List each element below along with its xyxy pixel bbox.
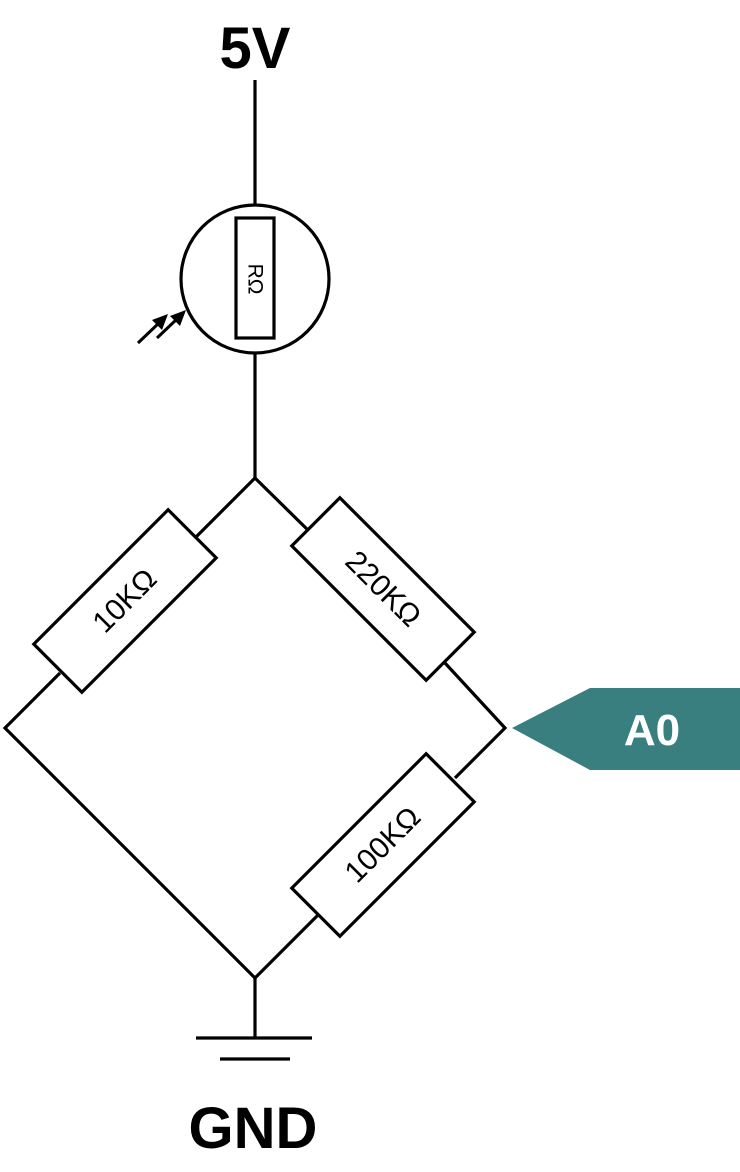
output-port-a0: A0	[512, 688, 740, 770]
resistor-220k-body	[289, 495, 477, 683]
resistor-100k: 100KΩ	[289, 751, 477, 939]
resistor-10k: 10KΩ	[31, 507, 219, 695]
ground-symbol-icon	[196, 1036, 312, 1061]
ldr-photoresistor: RΩ	[136, 203, 331, 355]
resistor-100k-body	[289, 751, 477, 939]
port-tag-shape	[512, 688, 740, 770]
resistor-220k: 220KΩ	[289, 495, 477, 683]
ldr-body	[234, 216, 276, 340]
ldr-label: RΩ	[244, 264, 267, 295]
light-arrows-icon	[136, 310, 186, 345]
port-label: A0	[624, 706, 680, 755]
resistor-10k-body	[31, 507, 219, 695]
bridge-wires	[2, 475, 508, 981]
supply-label: 5V	[220, 16, 291, 81]
ground-label: GND	[189, 1096, 318, 1161]
